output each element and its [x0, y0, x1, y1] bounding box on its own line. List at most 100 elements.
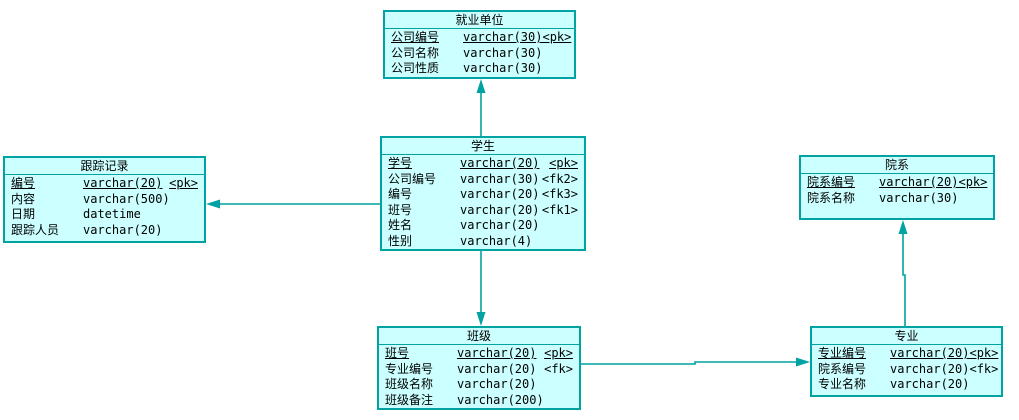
entity-columns: 公司编号 varchar(30) <pk> 公司名称 varchar(30) 公… [385, 29, 574, 77]
entity-columns: 专业编号 varchar(20) <pk> 院系编号 varchar(20) <… [812, 345, 1001, 393]
column-type: varchar(20) [457, 346, 537, 360]
column-name: 学号 [388, 156, 413, 170]
entity-columns: 班号 varchar(20) <pk> 专业编号 varchar(20) <fk… [379, 345, 579, 408]
column-type: varchar(20) [460, 156, 540, 170]
column-type: varchar(20) [457, 361, 537, 376]
column-row: 性别 varchar(4) [382, 234, 584, 250]
entity-tracking-record[interactable]: 跟踪记录 编号 varchar(20) <pk> 内容 varchar(500)… [3, 156, 206, 243]
entity-class[interactable]: 班级 班号 varchar(20) <pk> 专业编号 varchar(20) … [377, 326, 581, 410]
arrow-up-icon [898, 220, 908, 234]
arrow-up-icon [476, 79, 486, 93]
entity-columns: 编号 varchar(20) <pk> 内容 varchar(500) 日期 d… [5, 175, 204, 238]
column-name: 班号 [388, 202, 413, 217]
entity-title: 就业单位 [385, 12, 574, 29]
column-type: varchar(500) [83, 191, 170, 206]
column-row: 内容 varchar(500) [5, 192, 204, 208]
column-name: 专业编号 [385, 361, 434, 376]
column-row: 编号 varchar(20) <fk3> [382, 187, 584, 203]
entity-student[interactable]: 学生 学号 varchar(20) <pk> 公司编号 varchar(30) … [380, 136, 586, 251]
column-name: 院系编号 [807, 175, 856, 189]
column-type: varchar(20) [879, 175, 959, 189]
column-type: varchar(30) [463, 45, 543, 60]
column-row: 专业编号 varchar(20) <pk> [812, 346, 1001, 362]
column-type: varchar(20) [83, 176, 163, 190]
column-type: varchar(30) [460, 171, 540, 186]
column-row: 班号 varchar(20) <pk> [379, 346, 579, 362]
entity-title: 专业 [812, 328, 1001, 345]
column-type: varchar(20) [460, 218, 540, 232]
connector-student-to-class[interactable] [476, 251, 486, 326]
column-key-badge: <pk> [542, 30, 572, 44]
column-row: 公司名称 varchar(30) [385, 46, 574, 62]
column-type: varchar(20) [83, 222, 163, 237]
column-type: varchar(20) [890, 346, 970, 360]
entity-columns: 院系编号 varchar(20) <pk> 院系名称 varchar(30) [801, 174, 993, 206]
column-key-badge: <pk> [544, 346, 573, 360]
entity-title: 学生 [382, 138, 584, 155]
column-key-badge: <fk3> [541, 187, 578, 201]
column-type: varchar(20) [457, 377, 537, 391]
column-row: 日期 datetime [5, 207, 204, 223]
column-name: 院系名称 [807, 190, 856, 205]
entity-columns: 学号 varchar(20) <pk> 公司编号 varchar(30) <fk… [382, 155, 584, 249]
column-row: 专业名称 varchar(20) [812, 377, 1001, 393]
column-name: 性别 [388, 233, 413, 248]
entity-title: 院系 [801, 157, 993, 174]
connector-student-to-employment-unit[interactable] [476, 79, 486, 136]
entity-employment-unit[interactable]: 就业单位 公司编号 varchar(30) <pk> 公司名称 varchar(… [383, 10, 576, 79]
column-row: 院系编号 varchar(20) <fk> [812, 362, 1001, 378]
column-name: 班级名称 [385, 377, 434, 391]
column-key-badge: <fk> [544, 361, 573, 376]
column-name: 班号 [385, 346, 410, 360]
column-type: varchar(20) [460, 187, 540, 201]
column-key-badge: <fk2> [541, 171, 578, 186]
column-type: varchar(30) [463, 61, 543, 75]
entity-major[interactable]: 专业 专业编号 varchar(20) <pk> 院系编号 varchar(20… [810, 326, 1003, 397]
column-row: 院系编号 varchar(20) <pk> [801, 175, 993, 191]
column-name: 公司编号 [388, 171, 437, 186]
column-name: 内容 [11, 191, 36, 206]
column-row: 公司编号 varchar(30) <fk2> [382, 172, 584, 188]
arrow-left-icon [206, 199, 220, 209]
column-row: 班级名称 varchar(20) [379, 377, 579, 393]
entity-title: 跟踪记录 [5, 158, 204, 175]
arrow-right-icon [796, 357, 810, 367]
column-name: 院系编号 [818, 361, 867, 376]
column-name: 公司性质 [391, 61, 440, 75]
column-type: varchar(200) [457, 392, 544, 407]
column-row: 姓名 varchar(20) [382, 218, 584, 234]
column-name: 公司名称 [391, 45, 440, 60]
column-row: 公司编号 varchar(30) <pk> [385, 30, 574, 46]
column-key-badge: <fk> [969, 361, 999, 376]
connector-major-to-department[interactable] [898, 220, 908, 326]
column-name: 跟踪人员 [11, 222, 60, 237]
column-type: varchar(4) [460, 233, 533, 248]
column-row: 院系名称 varchar(30) [801, 191, 993, 207]
column-row: 编号 varchar(20) <pk> [5, 176, 204, 192]
column-name: 姓名 [388, 218, 413, 232]
arrow-down-icon [476, 312, 486, 326]
column-row: 跟踪人员 varchar(20) [5, 223, 204, 239]
connector-student-to-tracking-record[interactable] [206, 199, 380, 209]
column-key-badge: <pk> [958, 175, 988, 189]
column-name: 班级备注 [385, 392, 434, 407]
column-row: 公司性质 varchar(30) [385, 61, 574, 77]
entity-department[interactable]: 院系 院系编号 varchar(20) <pk> 院系名称 varchar(30… [799, 155, 995, 220]
column-name: 日期 [11, 207, 36, 221]
column-type: varchar(20) [890, 377, 970, 391]
column-row: 专业编号 varchar(20) <fk> [379, 362, 579, 378]
column-key-badge: <pk> [969, 346, 999, 360]
column-type: varchar(20) [890, 361, 970, 376]
column-name: 编号 [11, 176, 36, 190]
column-type: varchar(30) [463, 30, 543, 44]
connector-class-to-major[interactable] [581, 357, 810, 367]
column-type: varchar(20) [460, 202, 540, 217]
column-name: 公司编号 [391, 30, 440, 44]
column-name: 编号 [388, 187, 413, 201]
column-name: 专业编号 [818, 346, 867, 360]
column-row: 班号 varchar(20) <fk1> [382, 203, 584, 219]
column-row: 班级备注 varchar(200) [379, 393, 579, 409]
column-key-badge: <pk> [169, 176, 198, 190]
column-type: varchar(30) [879, 190, 959, 205]
